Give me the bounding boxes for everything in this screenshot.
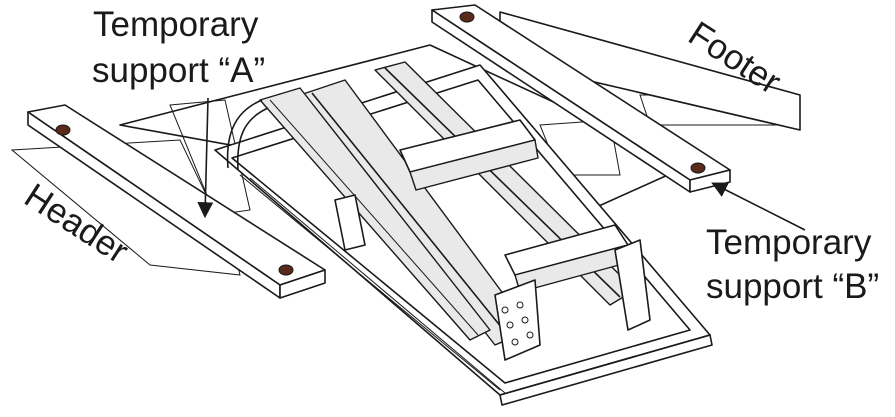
support-a-arrow — [197, 97, 214, 219]
support-b-label-line2: support “B” — [706, 267, 879, 306]
support-b-label-line1: Temporary — [706, 223, 872, 262]
callout-arrows — [197, 97, 806, 231]
header-joist — [27, 104, 326, 299]
support-a-label-line2: support “A” — [92, 51, 265, 90]
ladder-frame — [214, 61, 713, 406]
support-b-arrow — [711, 182, 806, 231]
temporary-support-b — [431, 4, 731, 193]
temporary-support-a — [55, 124, 294, 276]
header-label: Header — [18, 176, 136, 271]
support-a-label-line1: Temporary — [93, 5, 259, 44]
